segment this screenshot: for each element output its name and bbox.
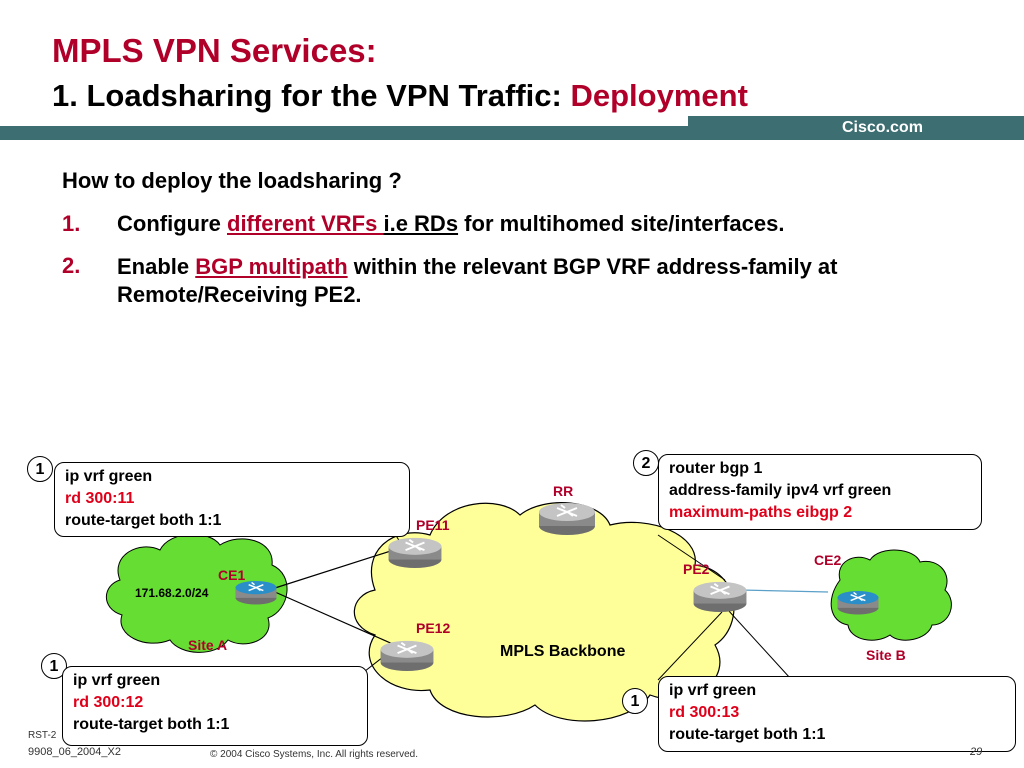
footer-course: RST-2 [28,730,57,741]
router-rr [538,502,596,536]
question-text: How to deploy the loadsharing ? [62,168,402,193]
pe2-rd: rd 300:13 [669,704,740,721]
item2-pre: Enable [117,254,196,279]
pe2-line3: route-target both 1:1 [669,726,826,743]
list-item-1: Configure different VRFs i.e RDs for mul… [117,211,784,237]
label-ce1: CE1 [218,567,245,583]
list-number-2: 2. [62,253,81,278]
item1-link[interactable]: different VRFs [227,211,384,236]
pe11-line1: ip vrf green [65,468,153,485]
bgp-maximum-paths: maximum-paths eibgp 2 [669,504,853,521]
callout-pe2-bgp: router bgp 1 address-family ipv4 vrf gre… [658,454,982,530]
label-ce2: CE2 [814,552,841,568]
pe12-rd: rd 300:12 [73,694,144,711]
footer-page-number: 29 [970,746,983,758]
footer-copyright: © 2004 Cisco Systems, Inc. All rights re… [210,749,419,760]
router-pe2 [692,580,748,613]
site-a-cloud [106,533,288,653]
label-site-a: Site A [188,637,227,653]
pe2-line1: ip vrf green [669,682,757,699]
pe11-line3: route-target both 1:1 [65,512,222,529]
network-diagram: RR PE11 PE12 PE2 CE1 CE2 171.68.2.0/24 S… [106,483,952,722]
label-rr: RR [553,483,573,499]
router-ce1 [234,580,278,606]
item1-underlined: i.e RDs [383,211,459,236]
pe12-line3: route-target both 1:1 [73,716,230,733]
pe11-rd: rd 300:11 [65,490,135,507]
item1-post: for multihomed site/interfaces. [458,211,785,236]
router-pe12 [379,639,435,672]
bgp-line1: router bgp 1 [669,460,763,477]
site-b-cloud [830,549,952,641]
step-badge-pe11: 1 [27,456,53,482]
label-pe12: PE12 [416,620,450,636]
bgp-line2: address-family ipv4 vrf green [669,482,892,499]
links [274,547,829,646]
step-badge-bgp: 2 [633,450,659,476]
slide-subtitle: 1. Loadsharing for the VPN Traffic: Depl… [52,78,748,114]
footer-code: 9908_06_2004_X2 [28,746,121,758]
item2-link[interactable]: BGP multipath [195,254,348,279]
callout-pe2-vrf: ip vrf green rd 300:13 route-target both… [658,676,1016,752]
label-backbone: MPLS Backbone [500,643,625,660]
subtitle-prefix: 1. Loadsharing for the VPN Traffic: [52,78,571,113]
list-item-2: Enable BGP multipath within the relevant… [117,253,937,309]
subtitle-accent: Deployment [570,78,748,113]
list-number-1: 1. [62,211,81,236]
item1-pre: Configure [117,211,227,236]
callout-pe12-config: ip vrf green rd 300:12 route-target both… [62,666,368,746]
pe12-line1: ip vrf green [73,672,161,689]
step-badge-pe12: 1 [41,653,67,679]
step-badge-pe2: 1 [622,688,648,714]
router-ce2 [836,590,880,616]
slide-title: MPLS VPN Services: [52,32,377,69]
label-site-b: Site B [866,647,906,663]
label-pe2: PE2 [683,561,710,577]
label-pe11: PE11 [416,517,450,533]
header-bar [0,126,1024,140]
cisco-logo: Cisco.com [842,119,923,136]
label-prefix: 171.68.2.0/24 [135,586,209,600]
mpls-backbone-cloud [353,502,735,722]
router-pe11 [387,536,443,569]
callout-pe11-config: ip vrf green rd 300:11 route-target both… [54,462,410,537]
item2-post: within the relevant BGP VRF address-fami… [117,254,838,307]
